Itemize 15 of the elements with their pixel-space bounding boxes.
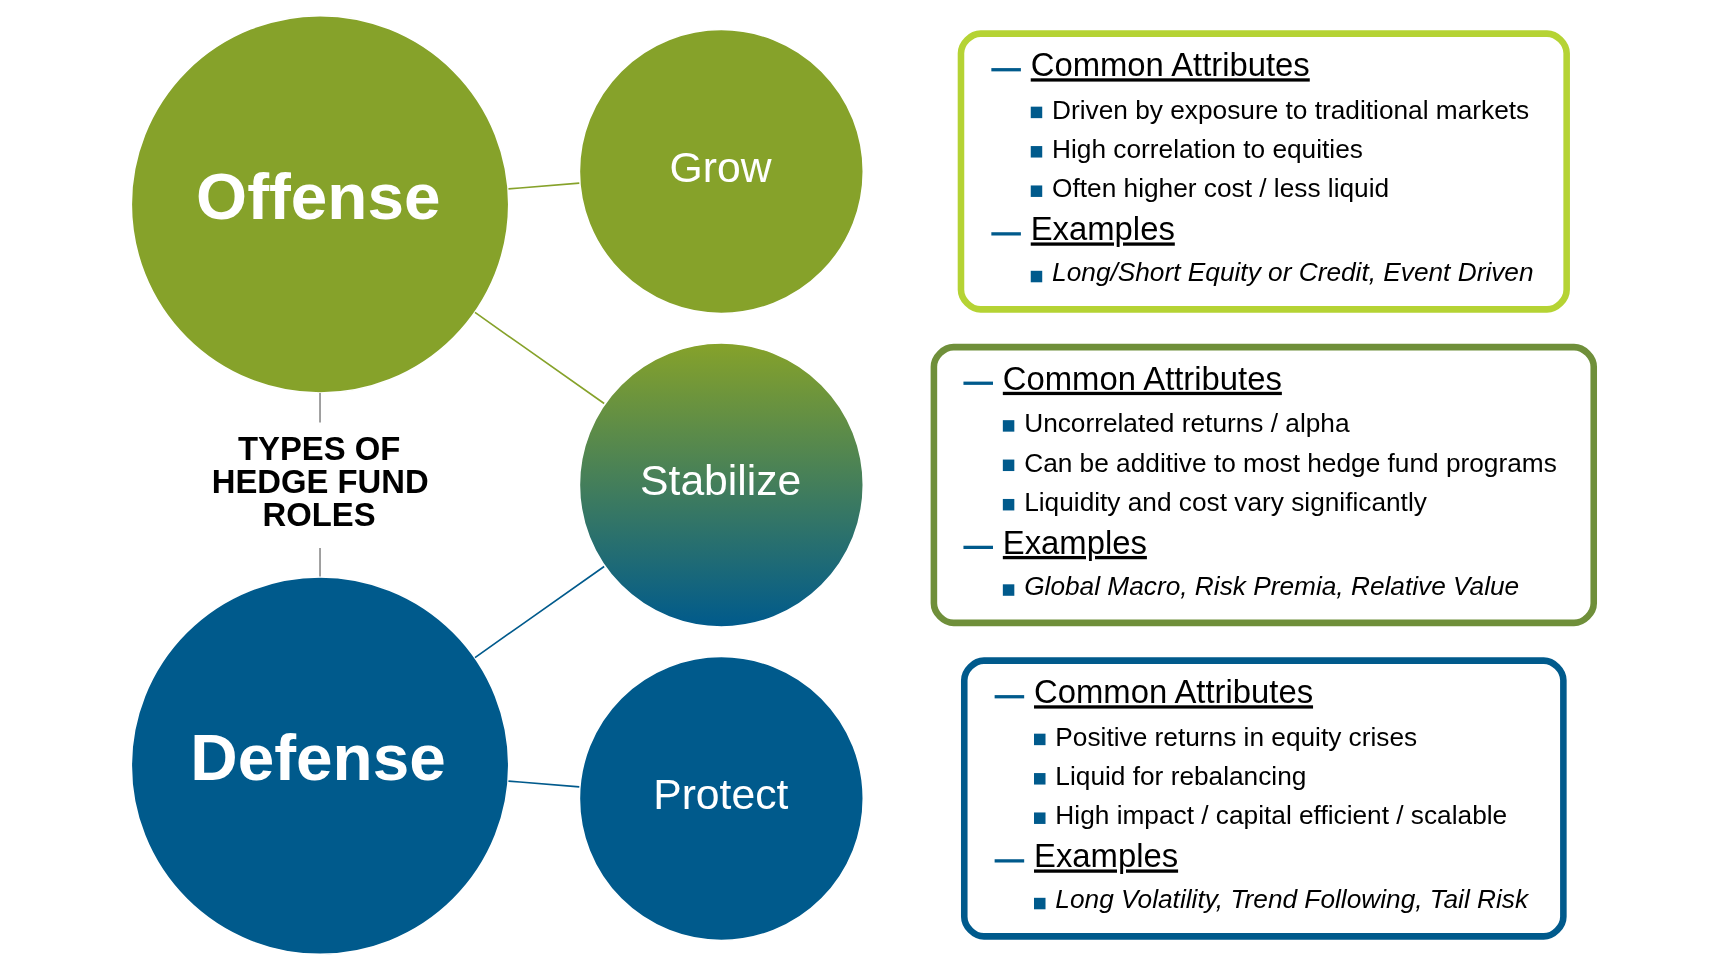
connector: [319, 391, 321, 423]
node-circle: Grow: [578, 28, 865, 314]
node-text: TYPES OF HEDGE FUND ROLES: [211, 429, 429, 533]
node-circle: Stabilize: [578, 341, 865, 628]
node-circle: Protect: [578, 655, 865, 941]
node-box: Common Attributes Driven by exposure to traditional markets High correlation to equities Often higher cost / less liquid Examples Long/Short Equity or Credit, Event Driven: [957, 29, 1570, 313]
node-circle: Defense: [130, 575, 510, 955]
connector: [507, 181, 581, 190]
connector: [319, 546, 321, 577]
connector: [474, 565, 605, 658]
node-circle: Offense: [130, 14, 510, 394]
connector: [507, 779, 581, 788]
node-box: Common Attributes Uncorrelated returns / alpha Can be additive to most hedge fund programs Liquidity and cost vary significantly Examples Global Macro, Risk Premia, Relative Value: [930, 343, 1597, 626]
connector: [474, 311, 605, 404]
node-box: Common Attributes Positive returns in equity crises Liquid for rebalancing High impact / capital efficient / scalable Examples Long Volatility, Trend Following, Tail Risk: [961, 656, 1567, 940]
